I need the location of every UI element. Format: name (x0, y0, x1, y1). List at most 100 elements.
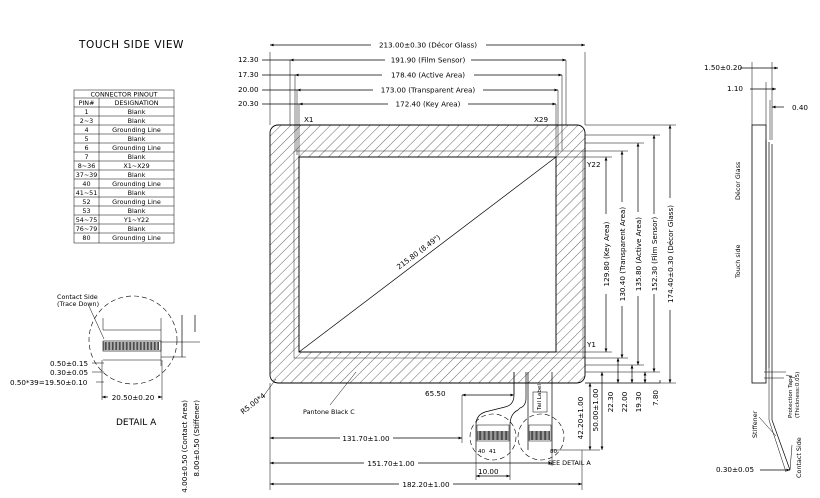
dim-key-area-height: 129.80 (Key Area) (602, 221, 611, 286)
dim-22-30: 22.30 (606, 391, 615, 412)
pin-41-label: 41 (489, 449, 497, 455)
bottom-dimension-labels: 131.70±1.00 151.70±1.00 10.00 182.20±1.0… (340, 388, 660, 489)
protection-tape-thickness: (Thickness:0.05) (795, 372, 801, 418)
pinout-pin: 2~3 (80, 117, 94, 125)
side-view: 1.50±0.20 1.10 0.40 Décor Glass Touch si… (704, 62, 808, 478)
tail-label-box (532, 391, 548, 413)
pinout-designation: Blank (128, 108, 146, 116)
pinout-designation: Grounding Line (112, 126, 161, 134)
label-y22: Y22 (586, 160, 601, 169)
dim-65-50: 65.50 (425, 389, 446, 398)
pinout-pin: 1 (84, 108, 88, 116)
dim-19-30: 19.30 (634, 391, 643, 412)
top-dimension-labels: 213.00±0.30 (Décor Glass) 191.90 (Film S… (238, 39, 486, 109)
pinout-pin: 6 (84, 144, 88, 152)
pin-80-label: 80 (550, 449, 558, 455)
dim-151-70: 151.70±1.00 (367, 459, 415, 468)
contact-side-sublabel: (Trace Down) (57, 300, 99, 308)
pinout-pin: 40 (82, 180, 90, 188)
fpc-tail: Tail Label 40 41 80 (469, 372, 565, 461)
detail-dim-stiffener: 8.00±0.50 (Stiffener) (192, 400, 201, 477)
dim-active-area-width: 178.40 (Active Area) (391, 71, 465, 80)
pinout-designation: Grounding Line (112, 234, 161, 242)
detail-circle-right (517, 413, 565, 461)
pinout-pin: 76~79 (76, 225, 98, 233)
touch-side-label: Touch side (734, 244, 742, 279)
pinout-header-designation: DESIGNATION (114, 99, 158, 107)
pinout-pin: 4 (84, 126, 88, 134)
label-x29: X29 (534, 115, 548, 124)
pinout-designation: Blank (128, 153, 146, 161)
pinout-designation: Grounding Line (112, 198, 161, 206)
dim-film-sensor-width: 191.90 (Film Sensor) (391, 56, 466, 65)
contact-side-label: Contact Side (57, 293, 98, 301)
offset-17-30: 17.30 (238, 70, 259, 79)
detail-a: Contact Side (Trace Down) 0.50±0.15 0.30… (10, 293, 201, 493)
pinout-title: CONNECTOR PINOUT (90, 91, 157, 99)
decor-glass-label: Décor Glass (734, 161, 742, 200)
pinout-pin: 80 (82, 234, 90, 242)
pinout-designation: Blank (128, 225, 146, 233)
tail-label-text: Tail Label (537, 384, 543, 411)
dim-42-20: 42.20±1.00 (576, 396, 585, 439)
offset-20-30: 20.30 (238, 99, 259, 108)
pinout-designation: Grounding Line (112, 144, 161, 152)
contact-side-side-label: Contact Side (795, 437, 803, 478)
dim-50-00: 50.00±1.00 (591, 388, 600, 431)
detail-a-title: DETAIL A (116, 418, 157, 428)
label-x1: X1 (304, 115, 314, 124)
detail-dim-0-30: 0.30±0.05 (50, 368, 88, 377)
pinout-designation: Blank (128, 135, 146, 143)
dim-transparent-area-height: 130.40 (Transparent Area) (618, 207, 627, 302)
dim-22-00: 22.00 (620, 391, 629, 412)
pantone-label: Pantone Black C (303, 408, 355, 416)
dim-active-area-height: 135.80 (Active Area) (634, 217, 643, 291)
dim-10-00: 10.00 (478, 467, 499, 476)
detail-dim-contact-area: 4.00±0.50 (Contact Area) (180, 400, 189, 493)
pinout-pin: 8~36 (78, 162, 96, 170)
pinout-pin: 5 (84, 135, 88, 143)
pinout-header-pin: PIN# (79, 99, 95, 107)
dim-transparent-area-width: 173.00 (Transparent Area) (381, 86, 476, 95)
dim-7-80: 7.80 (651, 390, 660, 406)
detail-dim-width: 20.50±0.20 (112, 393, 155, 402)
pinout-designation: Blank (128, 189, 146, 197)
pinout-designation: Blank (128, 207, 146, 215)
pinout-pin: 7 (84, 153, 88, 161)
detail-dim-0-50: 0.50±0.15 (50, 359, 88, 368)
detail-a-circle (88, 295, 178, 385)
decor-glass-outline (269, 124, 586, 384)
offset-12-30: 12.30 (238, 55, 259, 64)
dim-decor-glass-height: 174.40±0.30 (Décor Glass) (666, 205, 675, 303)
detail-circle-left (469, 413, 517, 461)
side-dim-0-30: 0.30±0.05 (716, 465, 754, 474)
detail-dim-pitch: 0.50*39=19.50±0.10 (10, 378, 88, 387)
right-dimension-labels: 129.80 (Key Area) 130.40 (Transparent Ar… (602, 198, 675, 310)
dim-decor-glass-width: 213.00±0.30 (Décor Glass) (379, 41, 477, 50)
pinout-designation: Y1~Y22 (123, 216, 149, 224)
pinout-pin: 52 (82, 198, 90, 206)
pinout-designation: Blank (128, 117, 146, 125)
pinout-designation: Grounding Line (112, 180, 161, 188)
pinout-pin: 37~39 (76, 171, 98, 179)
pinout-designation: Blank (128, 171, 146, 179)
dim-film-sensor-height: 152.30 (Film Sensor) (650, 217, 659, 292)
protection-tape-label: Protection Tape (788, 374, 794, 418)
page-title: TOUCH SIDE VIEW (78, 39, 184, 51)
label-y1: Y1 (586, 340, 596, 349)
pinout-designation: X1~X29 (123, 162, 149, 170)
dim-131-70: 131.70±1.00 (342, 434, 390, 443)
pinout-pin: 53 (82, 207, 90, 215)
pin-40-label: 40 (478, 449, 486, 455)
radius-label: R5.00*4 (239, 391, 268, 416)
side-dim-1-50: 1.50±0.20 (704, 63, 742, 72)
side-dim-0-40: 0.40 (792, 103, 808, 112)
diagonal-line (298, 156, 557, 353)
see-detail-a: SEE DETAIL A (548, 459, 591, 467)
pinout-pin: 41~51 (76, 189, 98, 197)
side-dim-1-10: 1.10 (727, 84, 743, 93)
pinout-pin: 54~75 (76, 216, 98, 224)
